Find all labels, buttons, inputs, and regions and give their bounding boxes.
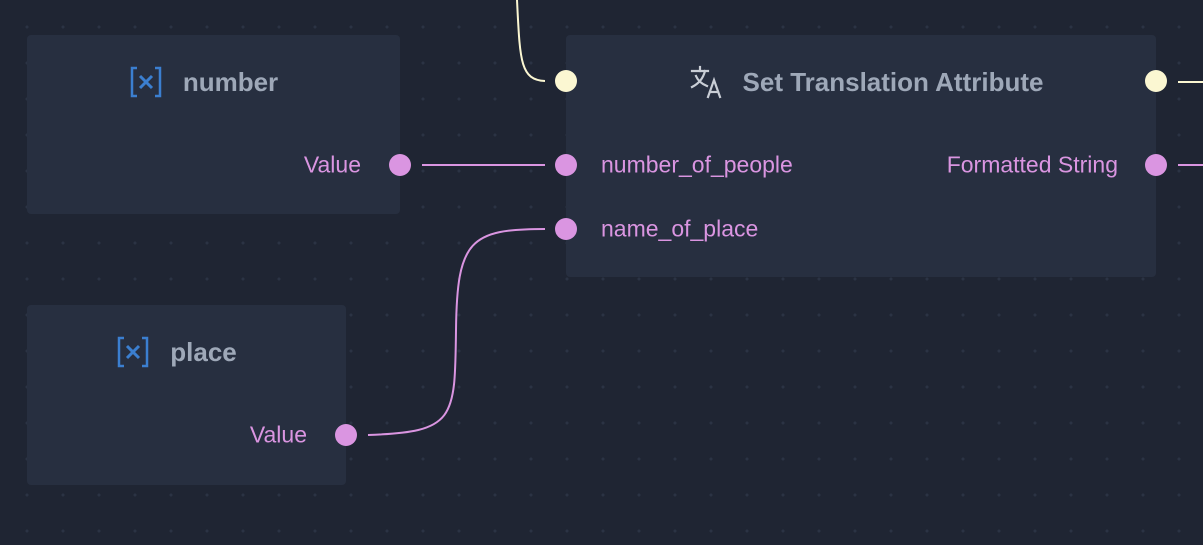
output-pin-value[interactable] (335, 424, 357, 446)
output-label-value: Value (303, 151, 361, 178)
exec-input-pin[interactable] (555, 70, 577, 92)
input-label-number-of-people: number_of_people (601, 151, 793, 178)
node-header: Set Translation Attribute (566, 65, 1156, 99)
variable-icon (130, 66, 162, 98)
node-place[interactable]: place Value (27, 305, 357, 485)
node-header: place (27, 336, 346, 368)
input-label-name-of-place: name_of_place (601, 215, 759, 242)
exec-wire-incoming (516, 0, 546, 82)
variable-icon (118, 336, 149, 368)
output-label-formatted-string: Formatted String (946, 151, 1118, 178)
node-set-translation-attribute[interactable]: Set Translation Attribute number_of_peop… (555, 35, 1167, 277)
wire-place-to-name-of-place (367, 228, 546, 436)
node-title: place (170, 336, 237, 367)
input-pin-name-of-place[interactable] (555, 218, 577, 240)
output-label-value: Value (249, 421, 307, 448)
output-pin-value[interactable] (389, 154, 411, 176)
exec-output-pin[interactable] (1145, 70, 1167, 92)
translate-icon (690, 65, 721, 99)
node-header: number (27, 66, 400, 98)
input-pin-number-of-people[interactable] (555, 154, 577, 176)
node-title: Set Translation Attribute (742, 66, 1044, 97)
node-title: number (182, 66, 279, 97)
node-number[interactable]: number Value (27, 35, 411, 214)
output-pin-formatted-string[interactable] (1145, 154, 1167, 176)
